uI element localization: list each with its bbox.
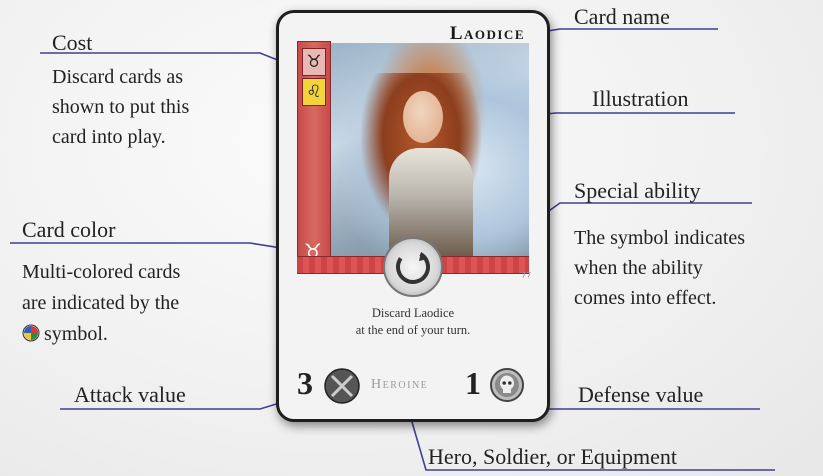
crossed-swords-icon (323, 367, 361, 405)
ability-text-line1: Discard Laodice (299, 305, 527, 322)
card-name: Laodice (450, 23, 525, 45)
card-color-desc-symbol-text: symbol. (44, 323, 108, 345)
card-name-label: Card name (574, 2, 670, 32)
hero-card: Laodice ♉ ♌ ♉ 77 Discard Laodice at the … (276, 10, 550, 422)
cost-label: Cost (52, 28, 92, 58)
ability-trigger-symbol (383, 237, 443, 297)
card-number: 77 (521, 271, 531, 280)
special-ability-desc-line1: The symbol indicates (574, 223, 745, 253)
special-ability-label: Special ability (574, 176, 700, 206)
multicolor-symbol-icon (22, 324, 40, 342)
cost-desc-line1: Discard cards as (52, 62, 183, 92)
ability-text-line2: at the end of your turn. (299, 322, 527, 339)
card-type: Heroine (371, 377, 428, 393)
skull-icon (489, 367, 525, 403)
cost-desc-line3: card into play. (52, 122, 166, 152)
special-ability-desc-line2: when the ability (574, 253, 703, 283)
card-color-label: Card color (22, 215, 115, 245)
cost-desc-line2: shown to put this (52, 92, 189, 122)
defense-value: 1 (465, 365, 481, 402)
card-color-desc-line3: symbol. (22, 319, 108, 349)
special-ability-desc-line3: comes into effect. (574, 283, 716, 313)
attack-label: Attack value (74, 380, 186, 410)
defense-label: Defense value (578, 380, 703, 410)
illustration-face (403, 91, 443, 143)
cost-bar: ♉ ♌ ♉ (297, 41, 331, 271)
type-label: Hero, Soldier, or Equipment (428, 442, 677, 472)
attack-value: 3 (297, 365, 313, 402)
ability-text: Discard Laodice at the end of your turn. (299, 305, 527, 339)
card-color-desc-line1: Multi-colored cards (22, 257, 180, 287)
leo-icon: ♌ (302, 78, 326, 106)
end-of-turn-icon (385, 239, 441, 295)
taurus-icon: ♉ (302, 48, 326, 76)
card-color-desc-line2: are indicated by the (22, 288, 179, 318)
illustration-label: Illustration (592, 84, 689, 114)
card-illustration (331, 43, 529, 269)
